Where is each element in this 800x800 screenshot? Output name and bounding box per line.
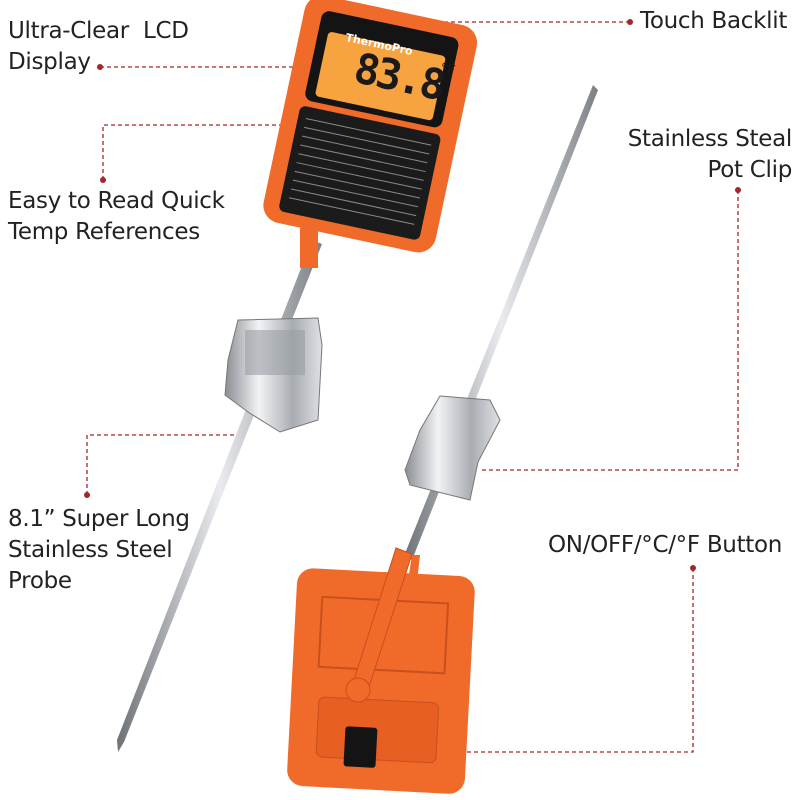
probe-callout-line xyxy=(86,434,240,495)
button-callout-line1: ON/OFF/°C/°F Button xyxy=(548,532,783,558)
backlit-callout-line1: Touch Backlit xyxy=(640,8,788,34)
lcd-callout-line2: Display xyxy=(8,49,91,75)
references-callout-line1: Easy to Read Quick xyxy=(8,188,225,214)
front-probe xyxy=(117,240,322,752)
lcd-callout-line1: Ultra-Clear LCD xyxy=(8,18,189,44)
clip-callout-line1: Stainless Steal xyxy=(627,126,793,152)
back-thermometer-body xyxy=(287,547,475,794)
on-off-button[interactable] xyxy=(343,726,378,768)
references-callout-line2: Temp References xyxy=(8,219,200,245)
backlit-callout: Touch Backlit xyxy=(640,6,787,37)
clip-callout-line2: Pot Clip xyxy=(707,157,793,183)
button-callout: ON/OFF/°C/°F Button xyxy=(548,530,782,561)
front-thermometer-body xyxy=(263,0,478,268)
button-callout-line xyxy=(380,568,694,753)
lcd-callout: Ultra-Clear LCD Display xyxy=(8,16,189,78)
probe-callout-line1: 8.1” Super Long xyxy=(8,506,190,532)
probe-callout-line2: Stainless Steel xyxy=(8,537,173,563)
callout-dots xyxy=(84,19,741,571)
probe-callout-line3: Probe xyxy=(8,568,72,594)
back-pot-clip xyxy=(404,395,501,501)
front-pot-clip xyxy=(224,317,323,433)
clip-callout-line xyxy=(480,190,739,471)
